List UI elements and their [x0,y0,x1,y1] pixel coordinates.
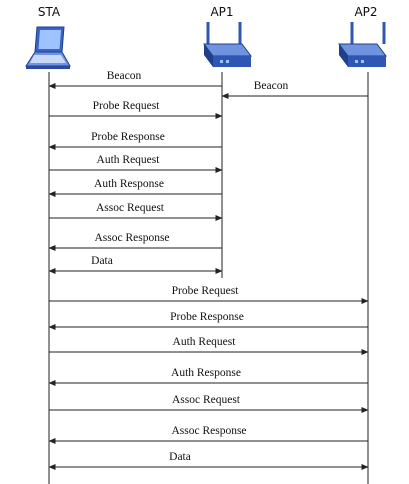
message-label: Assoc Response [94,232,169,244]
actor-label-ap1: AP1 [210,5,233,19]
message-label: Probe Request [93,100,161,112]
message-label: Assoc Response [171,425,246,437]
message-label: Probe Response [170,311,244,323]
message-label: Probe Response [91,131,165,143]
message-label: Auth Response [94,178,164,190]
message-label: Data [91,255,113,267]
message-label: Beacon [107,70,142,82]
message-label: Assoc Request [96,202,165,214]
message-label: Beacon [254,80,289,92]
message-label: Auth Response [171,367,241,379]
actor-label-ap2: AP2 [354,5,377,19]
message-label: Probe Request [172,285,240,297]
laptop-icon [25,26,71,69]
router-icon-ap2 [338,22,387,67]
message-label: Data [169,451,191,463]
router-icon-ap1 [203,22,252,67]
message-label: Auth Request [97,154,161,166]
actor-label-sta: STA [38,5,61,19]
message-label: Assoc Request [172,394,241,406]
message-label: Auth Request [173,336,237,348]
